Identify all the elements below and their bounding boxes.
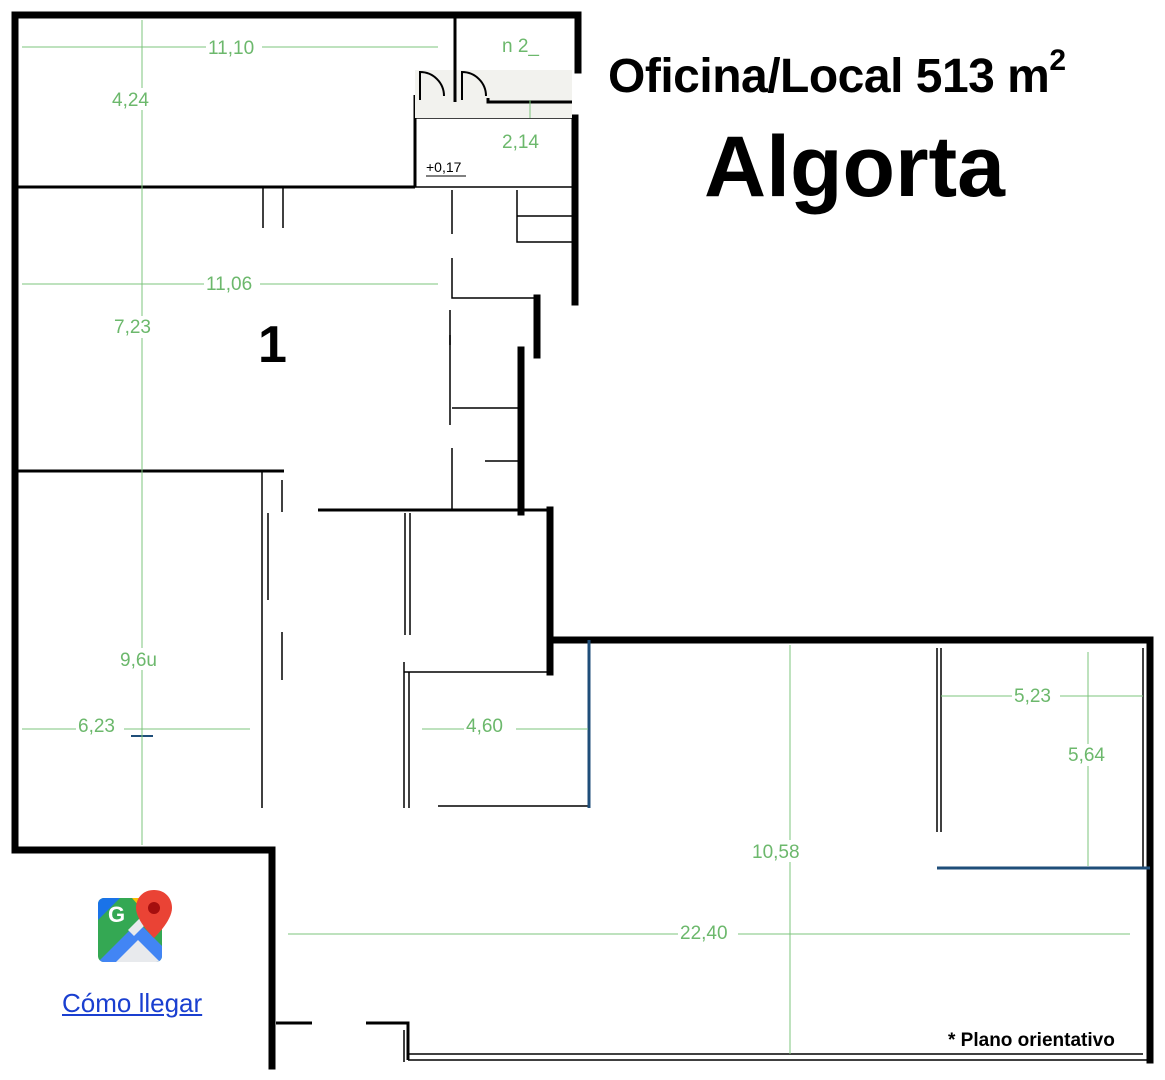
dim-mid-height: 7,23 [114, 317, 151, 338]
bath-label: n 2_ [502, 36, 539, 57]
location-title: Algorta [704, 119, 1005, 215]
dim-top-width: 11,10 [208, 38, 254, 59]
dim-office-width: 4,60 [466, 716, 503, 737]
dim-right-room-width: 5,23 [1014, 686, 1051, 707]
disclaimer-note: * Plano orientativo [948, 1030, 1115, 1051]
bathroom-partition-2 [486, 98, 572, 104]
dim-bath-height: 2,14 [502, 132, 539, 153]
dim-mid-width: 11,06 [206, 274, 252, 295]
wall-top-left [11, 11, 582, 74]
outer-walls [11, 11, 1154, 1070]
bathroom-doors [415, 70, 572, 118]
glass-walls [131, 640, 1150, 870]
dim-left-height: 9,6u [120, 650, 157, 671]
page-title: Oficina/Local 513 m2 [608, 44, 1066, 104]
svg-text:G: G [108, 902, 125, 927]
dim-total-width: 22,40 [680, 923, 728, 944]
level-mark: +0,17 [426, 159, 462, 175]
wall-right-top [546, 636, 1154, 1064]
wall-entrance-b [366, 1021, 410, 1060]
dim-right-room-height: 5,64 [1068, 745, 1105, 766]
wall-closet-c [516, 190, 572, 243]
dim-hall-height: 10,58 [752, 842, 800, 863]
directions-link[interactable]: Cómo llegar [62, 988, 203, 1018]
door-swing-right [461, 70, 487, 100]
title-superscript: 2 [1049, 44, 1066, 77]
dimension-labels: 11,10 4,24 n 2_ 2,14 +0,17 11,06 7,23 9,… [76, 36, 1110, 944]
dim-top-height: 4,24 [112, 90, 149, 111]
wall-closet-b [451, 258, 537, 299]
dim-left-width: 6,23 [78, 716, 115, 737]
google-maps-icon[interactable]: G [98, 890, 172, 966]
door-swing-left [419, 70, 445, 100]
bathroom-floor [415, 70, 572, 118]
title-text: Oficina/Local 513 m [608, 50, 1050, 103]
wall-left [11, 11, 276, 1070]
room-number: 1 [258, 316, 287, 374]
